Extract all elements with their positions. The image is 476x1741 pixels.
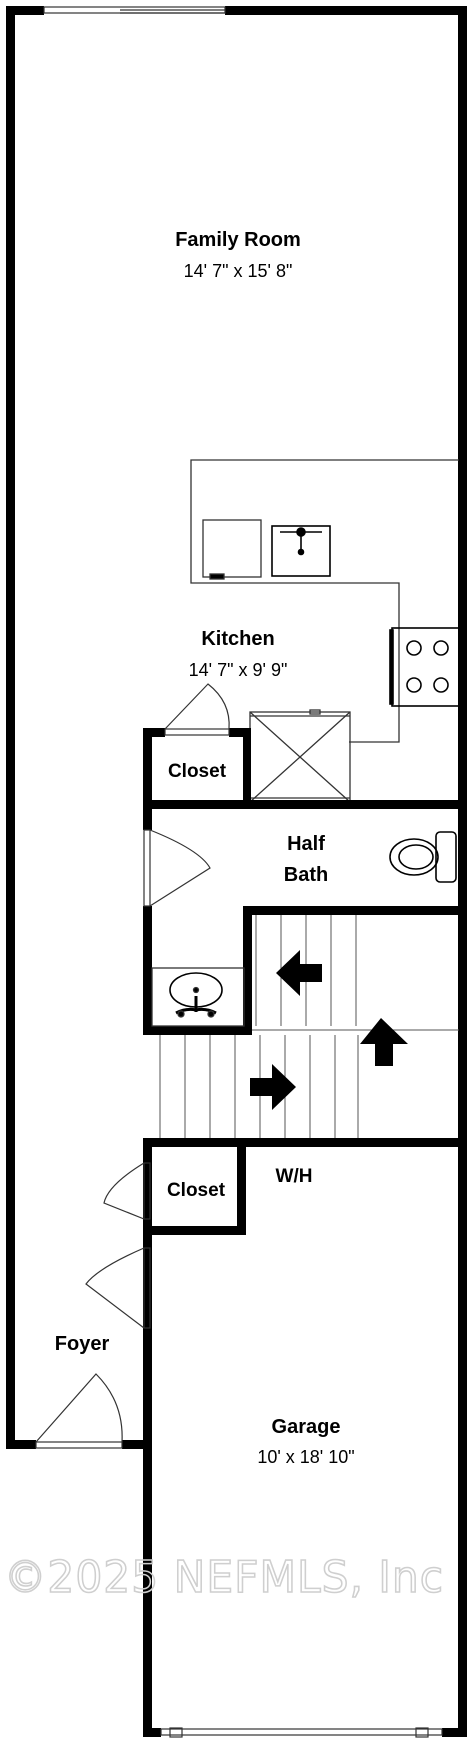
family-room-name: Family Room [175,229,301,251]
sink-icon [271,525,331,577]
stair-arrow-icon [250,950,408,1110]
vanity-sink-icon [151,967,245,1027]
garage-door [160,1727,443,1738]
toilet-icon [389,831,457,883]
half-bath-line1: Half [287,833,325,855]
stove-icon [389,627,461,707]
kitchen-counter [190,459,459,803]
interior-walls [143,728,467,1440]
kitchen-name: Kitchen [201,628,274,650]
garage-name: Garage [272,1416,341,1438]
closet-lower-name: Closet [167,1180,226,1201]
water-heater-label: W/H [276,1166,313,1187]
closet-upper-name: Closet [168,761,227,782]
sliding-door [43,6,226,14]
doors [35,683,230,1449]
foyer-name: Foyer [55,1333,110,1355]
family-room-dims: 14' 7" x 15' 8" [184,261,293,281]
half-bath-line2: Bath [284,864,328,886]
kitchen-dims: 14' 7" x 9' 9" [189,660,288,680]
garage-dims: 10' x 18' 10" [257,1447,354,1467]
copyright-watermark: ©2025 NEFMLS, Inc [4,1552,444,1603]
